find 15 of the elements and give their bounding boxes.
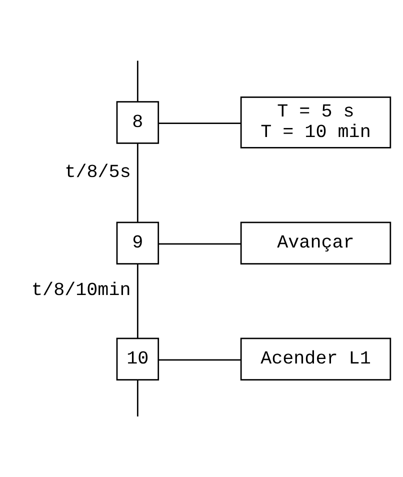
node-box: T = 5 s T = 10 min	[240, 96, 391, 148]
node-box: 10	[116, 338, 159, 380]
connector	[136, 60, 138, 102]
node-box: 9	[116, 222, 159, 264]
edge-label: t/8/5s	[64, 162, 130, 183]
edge-label: t/8/10min	[31, 280, 130, 302]
node-box: 8	[116, 101, 159, 144]
connector	[136, 380, 138, 416]
connector	[158, 243, 240, 245]
connector	[158, 359, 240, 361]
connector	[158, 122, 240, 124]
node-box: Avançar	[240, 222, 391, 264]
connector	[136, 143, 138, 222]
connector	[136, 264, 138, 338]
node-box: Acender L1	[240, 338, 391, 380]
